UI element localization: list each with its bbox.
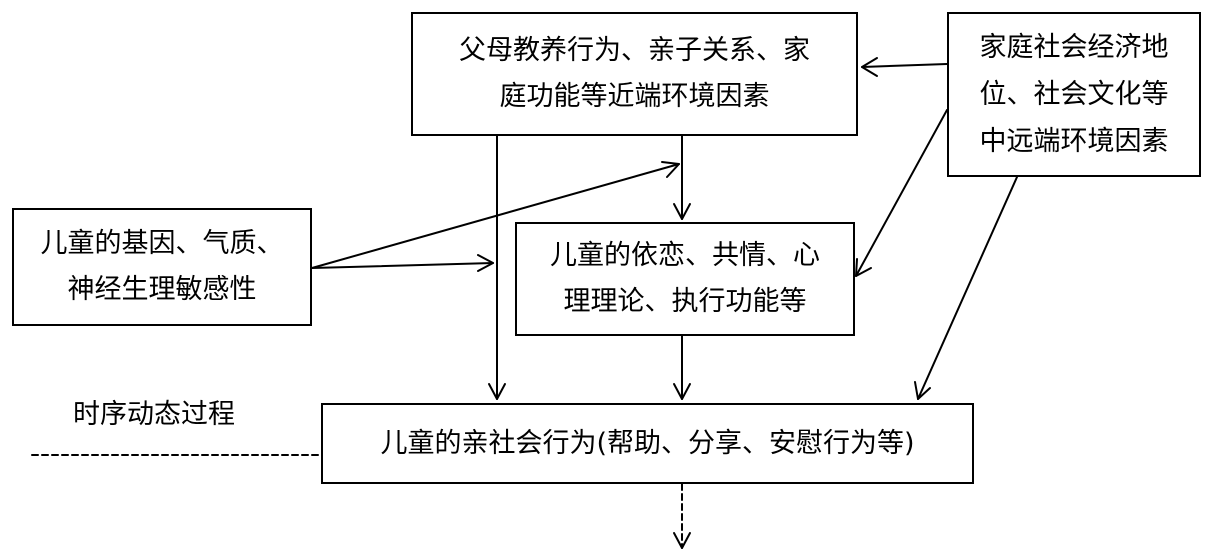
arrowhead (855, 258, 872, 277)
arrowhead (477, 254, 494, 272)
node-text-line: 神经生理敏感性 (67, 274, 257, 305)
arrow-distal-to-proximal (861, 63, 948, 68)
arrowhead (488, 383, 506, 400)
arrowhead (661, 161, 680, 178)
node-text-line: 理理论、执行功能等 (563, 286, 807, 317)
node-text-line: 父母教养行为、亲子关系、家 (459, 35, 810, 66)
arrowhead (673, 383, 691, 400)
node-text-line: 儿童的亲社会行为(帮助、分享、安慰行为等) (380, 427, 915, 459)
arrowhead (673, 532, 691, 549)
arrowhead (673, 203, 691, 220)
child-traits-node: 儿童的依恋、共情、心 理理论、执行功能等 (515, 222, 855, 336)
distal-environment-node: 家庭社会经济地 位、社会文化等 中远端环境因素 (947, 12, 1201, 177)
prosocial-behavior-node: 儿童的亲社会行为(帮助、分享、安慰行为等) (321, 403, 974, 484)
node-text-line: 庭功能等近端环境因素 (499, 81, 770, 112)
arrow-distal-to-child-traits (855, 109, 948, 277)
node-text-line: 儿童的基因、气质、 (40, 228, 284, 259)
timeline-label: 时序动态过程 (73, 399, 235, 430)
genetic-factors-node: 儿童的基因、气质、 神经生理敏感性 (12, 208, 312, 326)
node-text-line: 位、社会文化等 (979, 79, 1169, 110)
arrowhead (914, 381, 931, 400)
arrow-genetic-to-proximal (311, 163, 680, 269)
node-text-line: 中远端环境因素 (979, 126, 1169, 157)
arrow-distal-to-prosocial (917, 176, 1018, 400)
proximal-environment-node: 父母教养行为、亲子关系、家 庭功能等近端环境因素 (411, 12, 858, 136)
node-text-line: 儿童的依恋、共情、心 (550, 240, 820, 271)
node-text-line: 家庭社会经济地 (979, 32, 1169, 63)
arrowhead (861, 57, 878, 77)
arrow-genetic-to-child-traits (311, 262, 494, 269)
